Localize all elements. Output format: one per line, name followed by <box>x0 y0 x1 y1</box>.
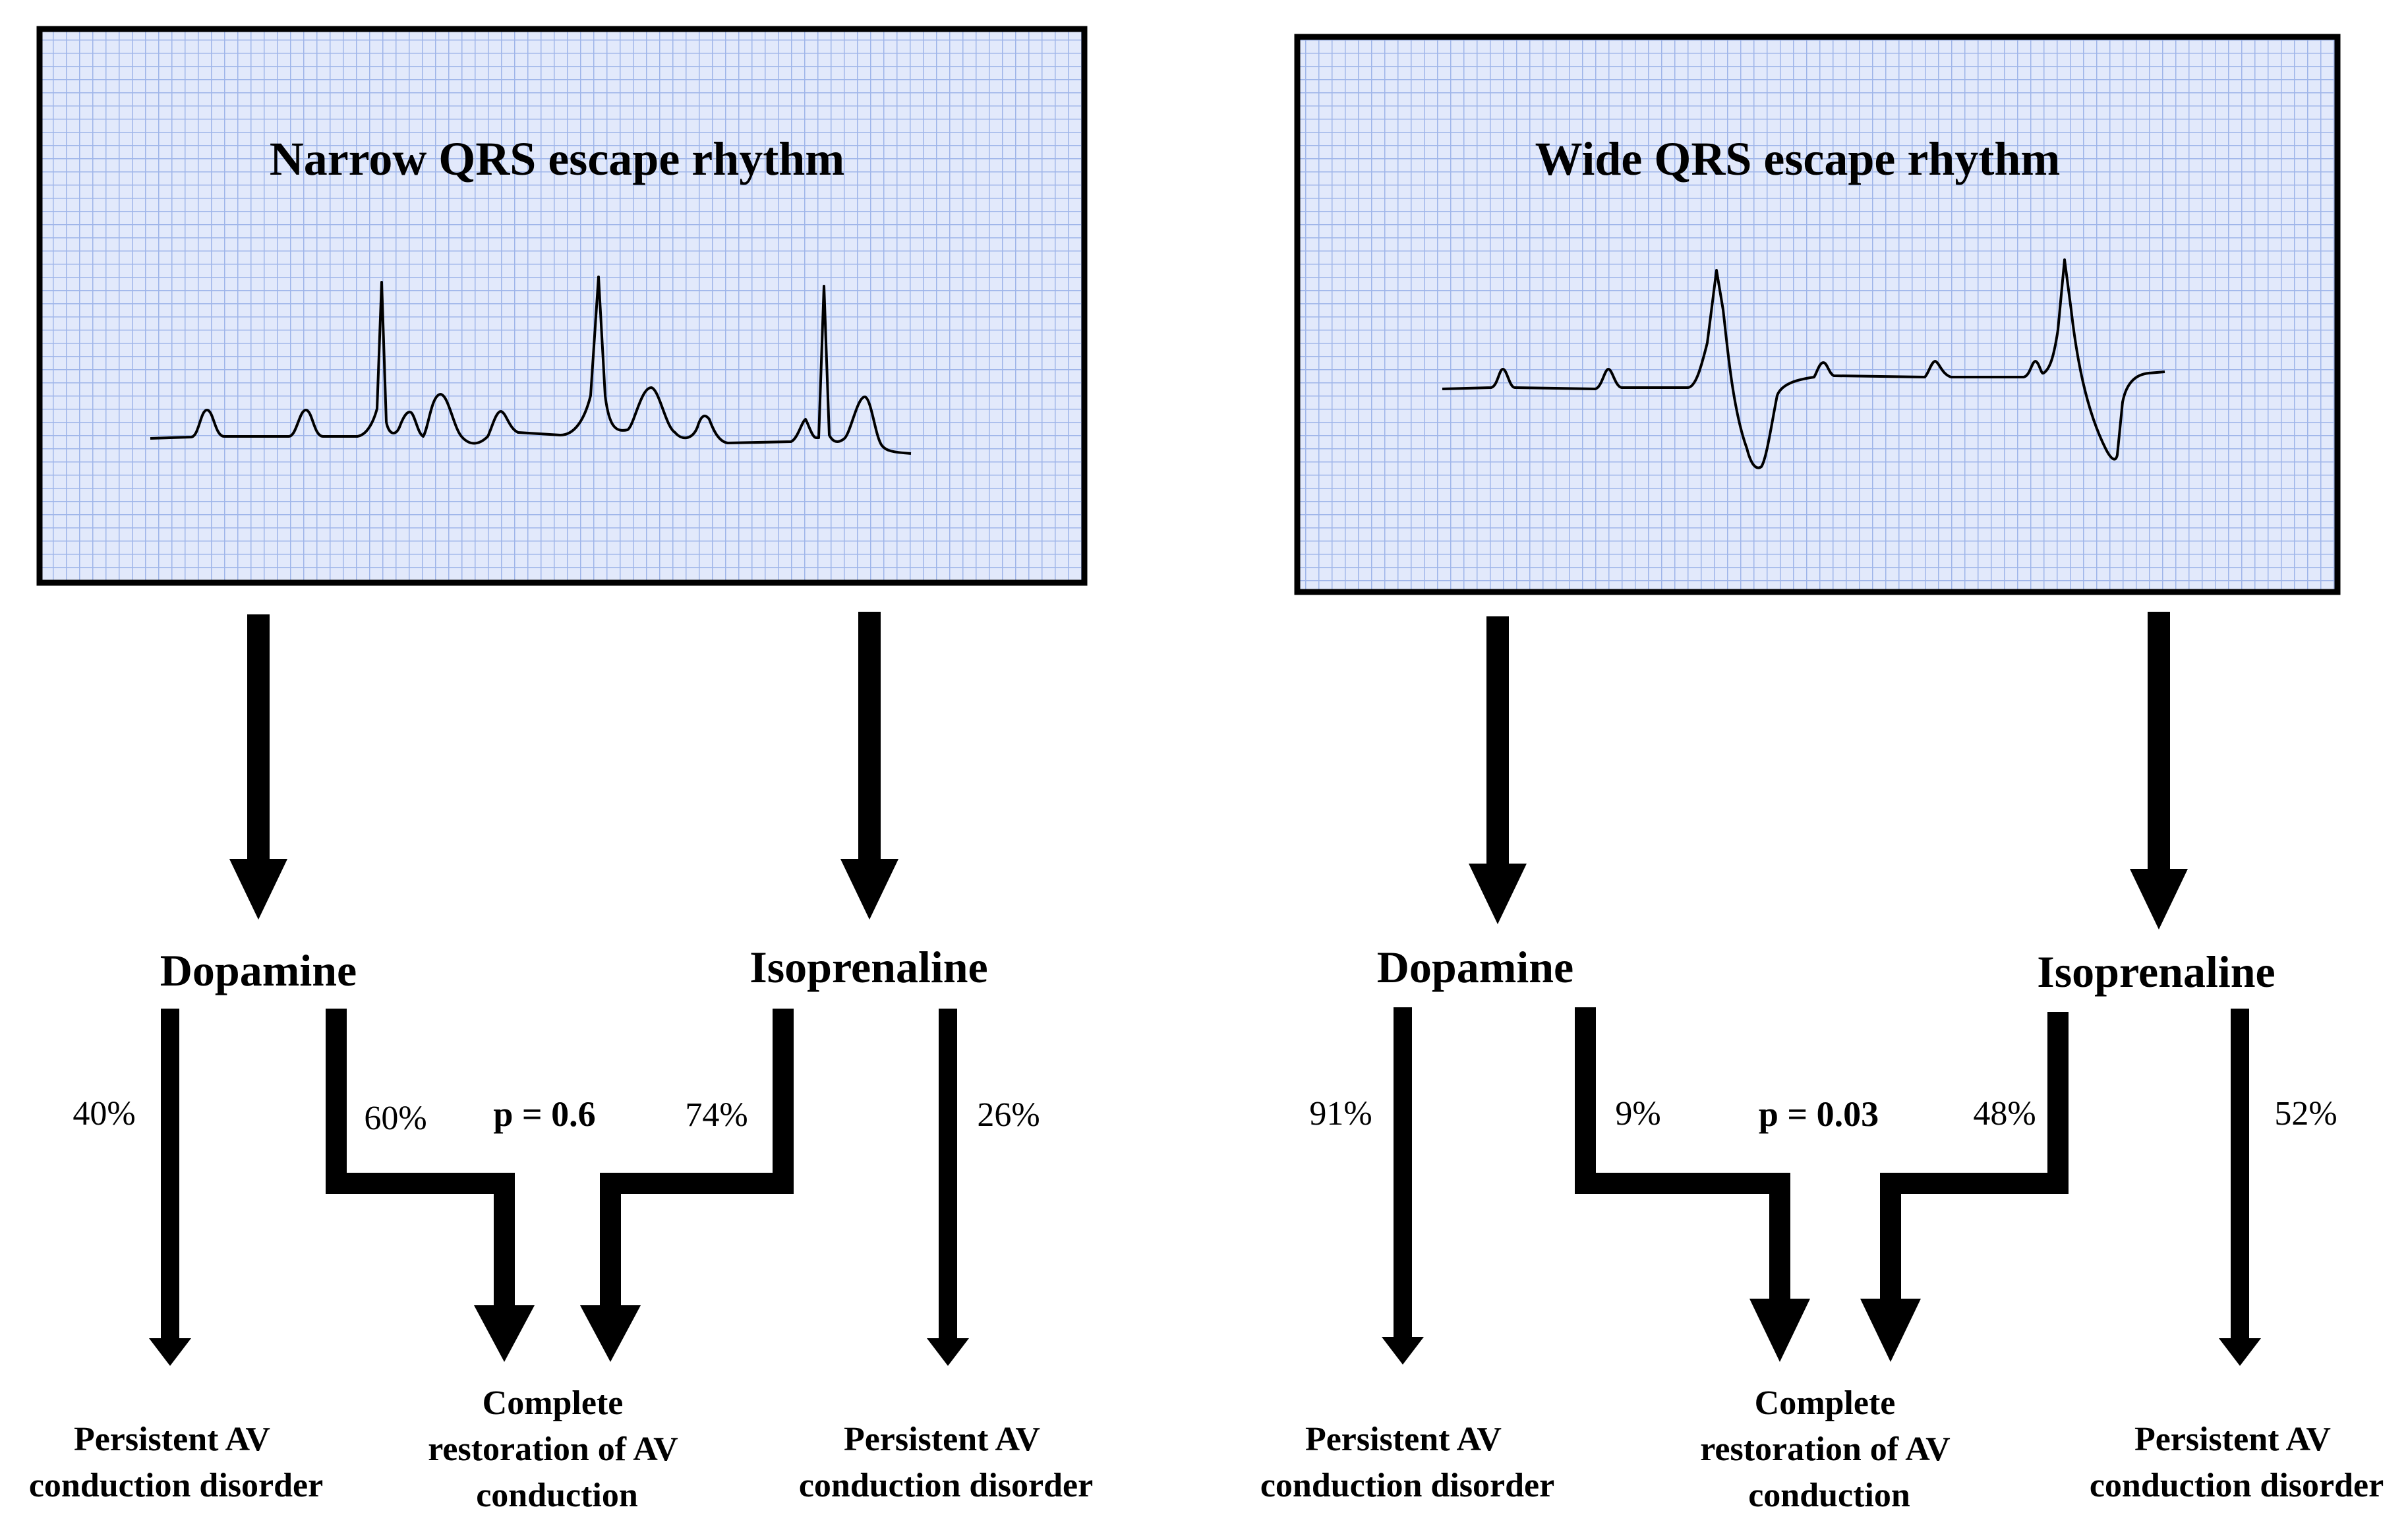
outcome-line: conduction disorder <box>1260 1467 1554 1504</box>
outcome-line: Persistent AV <box>74 1421 270 1458</box>
outcome-line: conduction <box>476 1477 638 1514</box>
p-value-number: 0.6 <box>551 1094 596 1134</box>
outcome-restoration: Complete restoration of AV conduction <box>428 1384 686 1514</box>
ecg-box-narrow <box>36 26 1088 586</box>
panel-wide-qrs: Wide QRS escape rhythm <box>1294 34 2341 595</box>
pct-isoprenaline-restore: 48% <box>1973 1095 2036 1133</box>
pct-dopamine-restore: 9% <box>1615 1095 1660 1133</box>
outcome-line: conduction disorder <box>799 1467 1093 1504</box>
outcome-persistent-right: Persistent AV conduction disorder <box>2090 1421 2384 1504</box>
outcome-line: Complete <box>483 1384 624 1422</box>
pct-dopamine-restore: 60% <box>364 1100 426 1137</box>
arrow-dopamine-restore <box>1575 1007 1790 1299</box>
arrowhead-dopamine-persistent <box>149 1338 191 1366</box>
outcome-line: restoration of AV <box>428 1431 678 1468</box>
arrowhead-isoprenaline-restore <box>1860 1299 1921 1362</box>
arrows-wide <box>1382 612 2261 1366</box>
p-value: p = 0.03 <box>1759 1094 1879 1134</box>
outcome-restoration: Complete restoration of AV conduction <box>1700 1384 1958 1514</box>
ecg-trace-narrow <box>150 276 912 455</box>
outcome-line: Persistent AV <box>2134 1421 2330 1458</box>
arrowhead-isoprenaline <box>2130 869 2188 929</box>
pct-isoprenaline-restore: 74% <box>685 1096 748 1134</box>
labels-wide: Dopamine Isoprenaline 91% 9% p = 0.03 48… <box>1260 942 2384 1514</box>
arrowhead-isoprenaline-persistent <box>927 1338 969 1366</box>
p-value-number: 0.03 <box>1817 1094 1879 1134</box>
labels-narrow: Dopamine Isoprenaline 40% 60% p = 0.6 74… <box>29 942 1093 1514</box>
drug-isoprenaline: Isoprenaline <box>749 942 987 992</box>
outcome-line: Persistent AV <box>1305 1421 1501 1458</box>
arrow-isoprenaline-restore <box>1880 1012 2069 1299</box>
outcome-line: conduction disorder <box>2090 1467 2384 1504</box>
arrowhead-isoprenaline <box>840 859 898 920</box>
p-value: p = 0.6 <box>493 1094 595 1134</box>
arrowhead-dopamine <box>1469 864 1527 924</box>
drug-dopamine: Dopamine <box>160 945 357 995</box>
arrowhead-dopamine-persistent <box>1382 1337 1424 1365</box>
outcome-line: Persistent AV <box>844 1421 1040 1458</box>
outcome-persistent-left: Persistent AV conduction disorder <box>1260 1421 1554 1504</box>
pct-dopamine-persistent: 40% <box>73 1095 135 1133</box>
outcome-persistent-right: Persistent AV conduction disorder <box>799 1421 1093 1504</box>
panel-narrow-qrs: Narrow QRS escape rhythm <box>36 26 1088 586</box>
arrow-dopamine-restore <box>326 1009 515 1305</box>
outcome-line: restoration of AV <box>1700 1431 1950 1468</box>
arrowhead-isoprenaline-restore <box>580 1305 641 1362</box>
arrow-isoprenaline-restore <box>600 1009 794 1305</box>
p-value-label: p = <box>1759 1094 1817 1134</box>
arrows-narrow <box>149 612 969 1366</box>
arrowhead-dopamine <box>229 859 287 920</box>
outcome-line: conduction <box>1748 1477 1910 1514</box>
ecg-trace-wide <box>1442 258 2165 469</box>
pct-isoprenaline-persistent: 52% <box>2274 1095 2337 1133</box>
pct-dopamine-persistent: 91% <box>1309 1095 1372 1133</box>
arrowhead-dopamine-restore <box>474 1305 535 1362</box>
panel-title: Narrow QRS escape rhythm <box>270 133 845 185</box>
outcome-line: conduction disorder <box>29 1467 323 1504</box>
drug-dopamine: Dopamine <box>1377 942 1573 992</box>
pct-isoprenaline-persistent: 26% <box>977 1096 1040 1134</box>
drug-isoprenaline: Isoprenaline <box>2037 947 2275 997</box>
p-value-label: p = <box>493 1094 551 1134</box>
outcome-persistent-left: Persistent AV conduction disorder <box>29 1421 323 1504</box>
panel-title: Wide QRS escape rhythm <box>1535 133 2061 185</box>
outcome-line: Complete <box>1755 1384 1896 1422</box>
arrowhead-isoprenaline-persistent <box>2219 1338 2261 1366</box>
ecg-box-wide <box>1294 34 2341 595</box>
arrowhead-dopamine-restore <box>1749 1299 1810 1362</box>
